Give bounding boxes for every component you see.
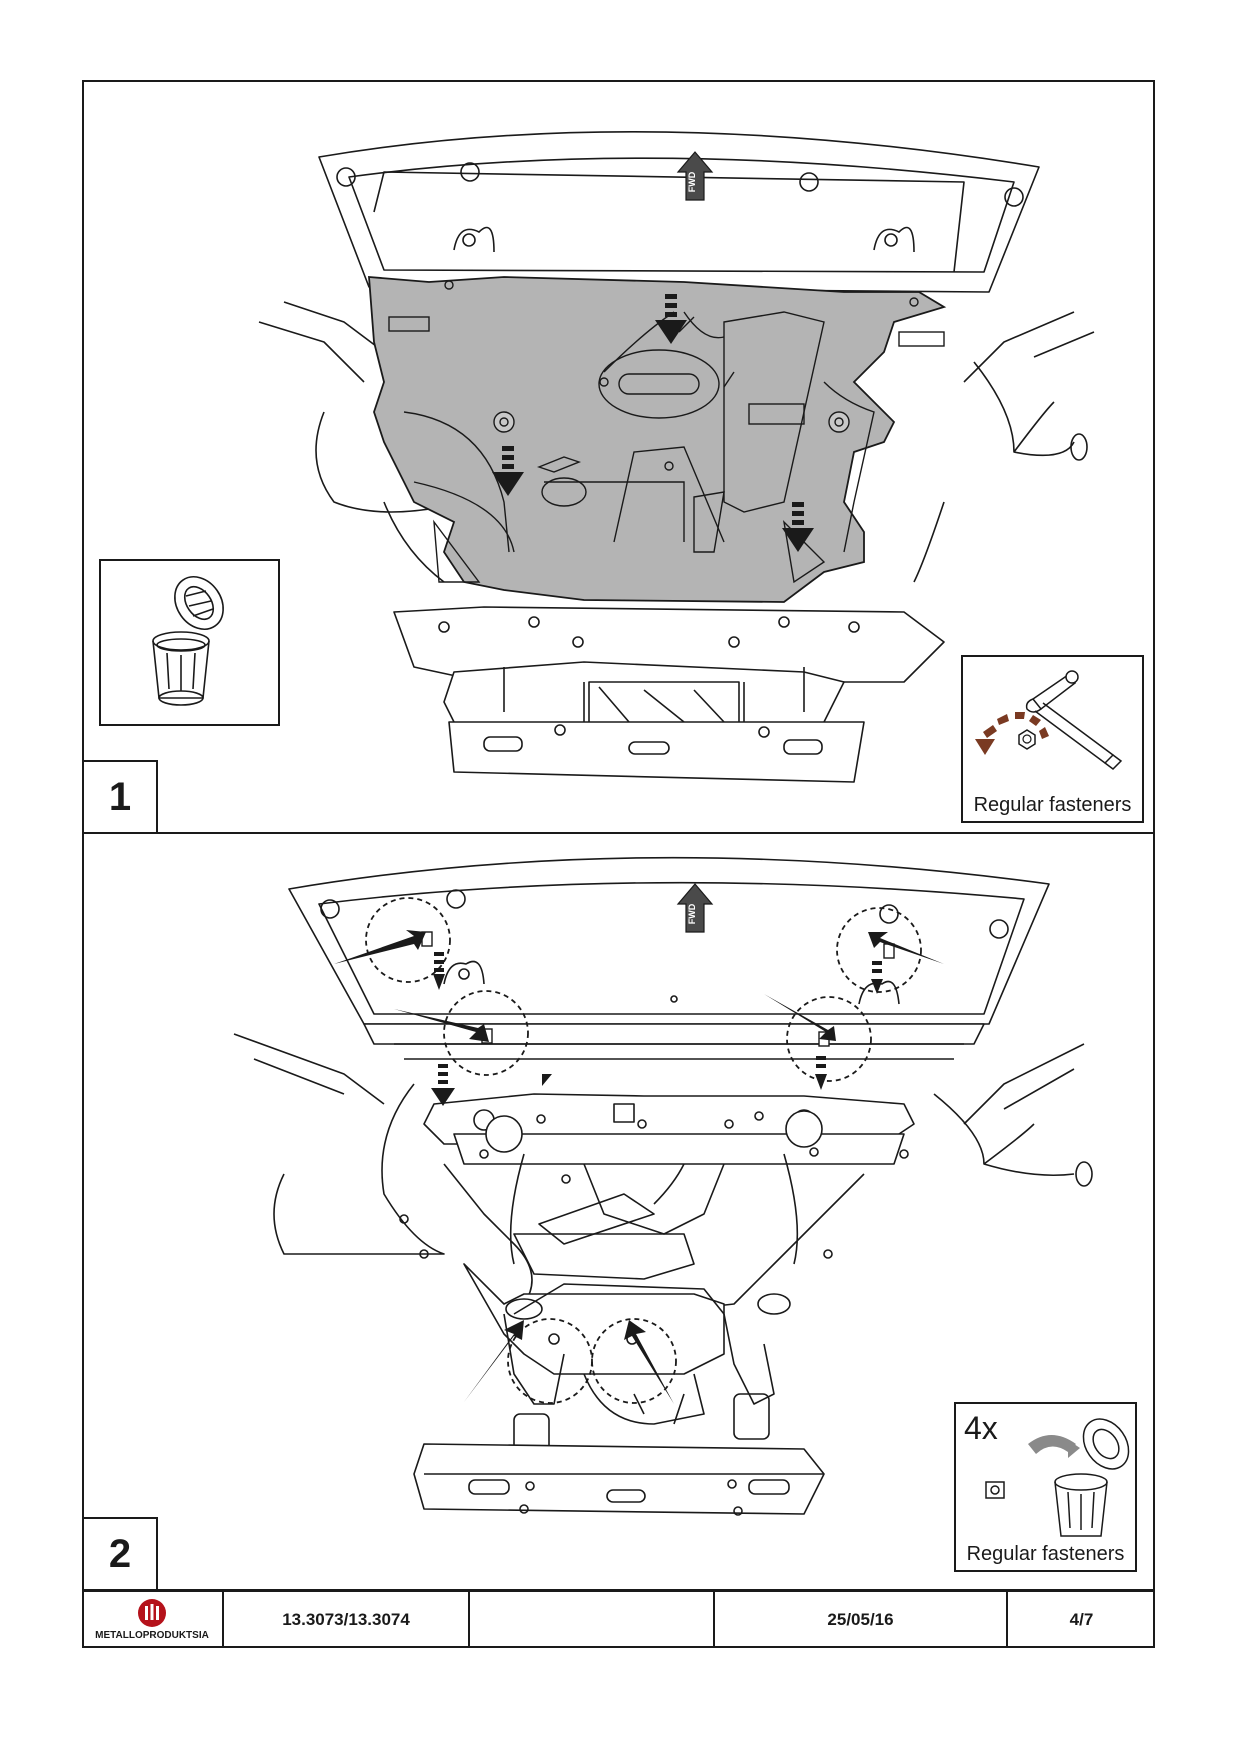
brand-name: METALLOPRODUKTSIA <box>95 1630 209 1641</box>
brand-logo-icon <box>138 1599 166 1627</box>
step-number-1: 1 <box>84 760 158 832</box>
fastener-location-circles <box>365 897 922 1404</box>
regular-fasteners-label: Regular fasteners <box>966 1543 1125 1565</box>
step2-drawing: FWD <box>233 856 1093 1516</box>
step-number-2: 2 <box>84 1517 158 1589</box>
fwd-arrow-icon: FWD <box>676 151 714 201</box>
step1-regular-fasteners-inset: Regular fasteners <box>961 655 1144 823</box>
fwd-arrow-icon: FWD <box>676 883 714 933</box>
part-number: 13.3073/13.3074 <box>224 1591 470 1648</box>
page-number: 4/7 <box>1069 1609 1094 1629</box>
step1-drawing: FWD <box>258 131 1095 783</box>
step1-remove-plug-inset <box>99 559 280 726</box>
brand-logo: METALLOPRODUKTSIA <box>82 1591 224 1648</box>
socket-wrench-icon <box>975 670 1123 770</box>
clip-nut-icon <box>985 1418 1130 1537</box>
quantity-label: 4x <box>964 1410 998 1446</box>
title-block: METALLOPRODUKTSIA 13.3073/13.3074 25/05/… <box>82 1591 1155 1648</box>
blank-field <box>470 1591 715 1648</box>
footer-separator <box>82 1589 1155 1592</box>
step2-clip-nut-inset: 4x Regular fasteners <box>954 1402 1137 1572</box>
drawing-frame <box>82 80 1155 1648</box>
date-field: 25/05/16 <box>715 1591 1008 1648</box>
fwd-label: FWD <box>687 903 697 924</box>
mounting-arrows-step1 <box>492 294 814 552</box>
fwd-label: FWD <box>687 171 697 192</box>
trash-can-icon <box>152 576 224 706</box>
regular-fasteners-label: Regular fasteners <box>973 794 1132 816</box>
step-divider <box>82 832 1155 834</box>
mounting-arrows-step2 <box>334 930 944 1404</box>
